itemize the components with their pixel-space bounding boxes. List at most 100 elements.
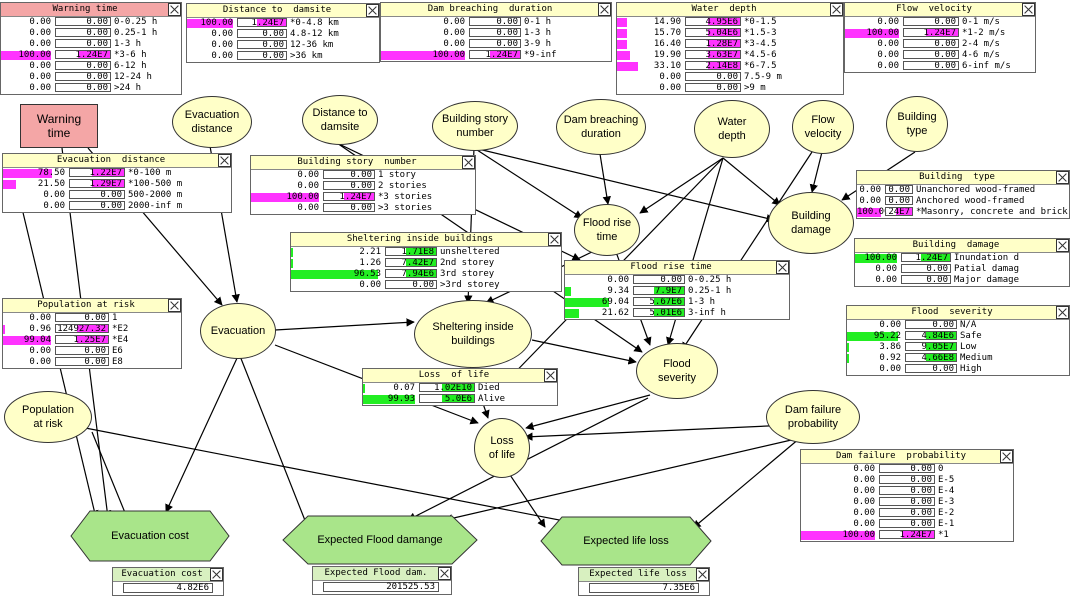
node-distance-to-damsite[interactable]: Distance to damsite	[302, 95, 378, 145]
utility-table-expected-life-loss[interactable]: Expected life loss 7.35E6	[578, 567, 710, 596]
close-icon[interactable]	[1022, 3, 1035, 16]
close-icon[interactable]	[210, 568, 223, 581]
utility-expected-flood-damage[interactable]: Expected Flood damange	[282, 515, 478, 565]
node-building-story-number[interactable]: Building story number	[432, 101, 518, 151]
utility-table-expected-flood-damage[interactable]: Expected Flood dam. 201525.53	[312, 566, 452, 595]
node-dam-breaching-duration[interactable]: Dam breaching duration	[556, 99, 646, 155]
close-icon[interactable]	[598, 3, 611, 16]
node-water-depth[interactable]: Water depth	[694, 100, 770, 158]
utility-table-evacuation-cost[interactable]: Evacuation cost 4.82E6	[112, 567, 224, 596]
close-icon[interactable]	[366, 4, 379, 17]
close-icon[interactable]	[776, 261, 789, 274]
close-icon[interactable]	[168, 3, 181, 16]
node-sheltering-inside-buildings[interactable]: Sheltering inside buildings	[414, 300, 532, 368]
node-warning-time[interactable]: Warning time	[20, 104, 98, 148]
node-flood-severity[interactable]: Flood severity	[636, 343, 718, 399]
close-icon[interactable]	[1056, 239, 1069, 252]
node-building-damage[interactable]: Building damage	[768, 192, 854, 254]
close-icon[interactable]	[544, 369, 557, 382]
close-icon[interactable]	[1000, 450, 1013, 463]
close-icon[interactable]	[168, 299, 181, 312]
close-icon[interactable]	[548, 233, 561, 246]
node-dam-failure-probability[interactable]: Dam failure probability	[766, 390, 860, 444]
close-icon[interactable]	[1056, 171, 1069, 184]
node-flow-velocity[interactable]: Flow velocity	[792, 100, 854, 154]
close-icon[interactable]	[462, 156, 475, 169]
close-icon[interactable]	[830, 3, 843, 16]
close-icon[interactable]	[696, 568, 709, 581]
node-population-at-risk[interactable]: Population at risk	[4, 391, 92, 443]
node-loss-of-life[interactable]: Loss of life	[474, 418, 530, 478]
node-flood-rise-time[interactable]: Flood rise time	[574, 204, 640, 256]
node-building-type[interactable]: Building type	[886, 96, 948, 152]
utility-expected-life-loss[interactable]: Expected life loss	[540, 516, 712, 566]
utility-evacuation-cost[interactable]: Evacuation cost	[70, 510, 230, 562]
